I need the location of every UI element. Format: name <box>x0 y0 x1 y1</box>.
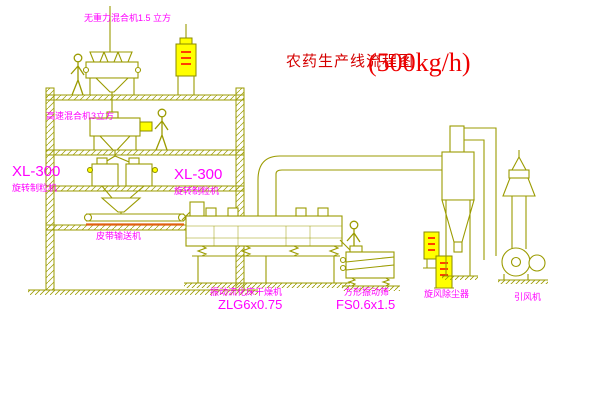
capacity-label: (500kg/h) <box>368 48 471 77</box>
worker-figure-top <box>70 53 85 96</box>
label-dryer-model: ZLG6x0.75 <box>218 297 282 312</box>
label-dryer-name: 振动流化床干燥机 <box>210 286 282 297</box>
exhaust-duct <box>257 155 446 216</box>
rotary-granulators <box>87 157 158 214</box>
page-title: 农药生产线流程图 <box>286 53 414 70</box>
label-screen-model: FS0.6x1.5 <box>336 297 395 312</box>
label-high-speed-mixer: 高速混合机3立方 <box>46 110 114 121</box>
belt-conveyor <box>83 207 195 226</box>
label-fan: 引风机 <box>514 291 541 302</box>
label-cyclone: 旋风除尘器 <box>424 288 469 299</box>
label-granulator-center-name: 旋转制粒机 <box>174 185 219 196</box>
vibrating-screen <box>339 245 400 291</box>
label-screen-name: 方形振动筛 <box>344 286 389 297</box>
fluid-bed-dryer <box>184 201 355 288</box>
fan-and-stack <box>464 127 548 284</box>
feeder-elevator <box>174 24 198 96</box>
building-frame <box>28 87 258 295</box>
label-granulator-center-model: XL-300 <box>174 166 222 183</box>
label-belt-conveyor: 皮带输送机 <box>96 230 141 241</box>
cyclone-separator <box>441 125 478 280</box>
label-gravity-mixer: 无重力混合机1.5 立方 <box>84 12 171 23</box>
gravity-free-mixer <box>82 6 142 118</box>
worker-figure-mid <box>154 108 169 151</box>
label-granulator-left-name: 旋转制粒机 <box>12 182 57 193</box>
label-granulator-left-model: XL-300 <box>12 163 60 180</box>
high-speed-mixer <box>89 111 153 165</box>
